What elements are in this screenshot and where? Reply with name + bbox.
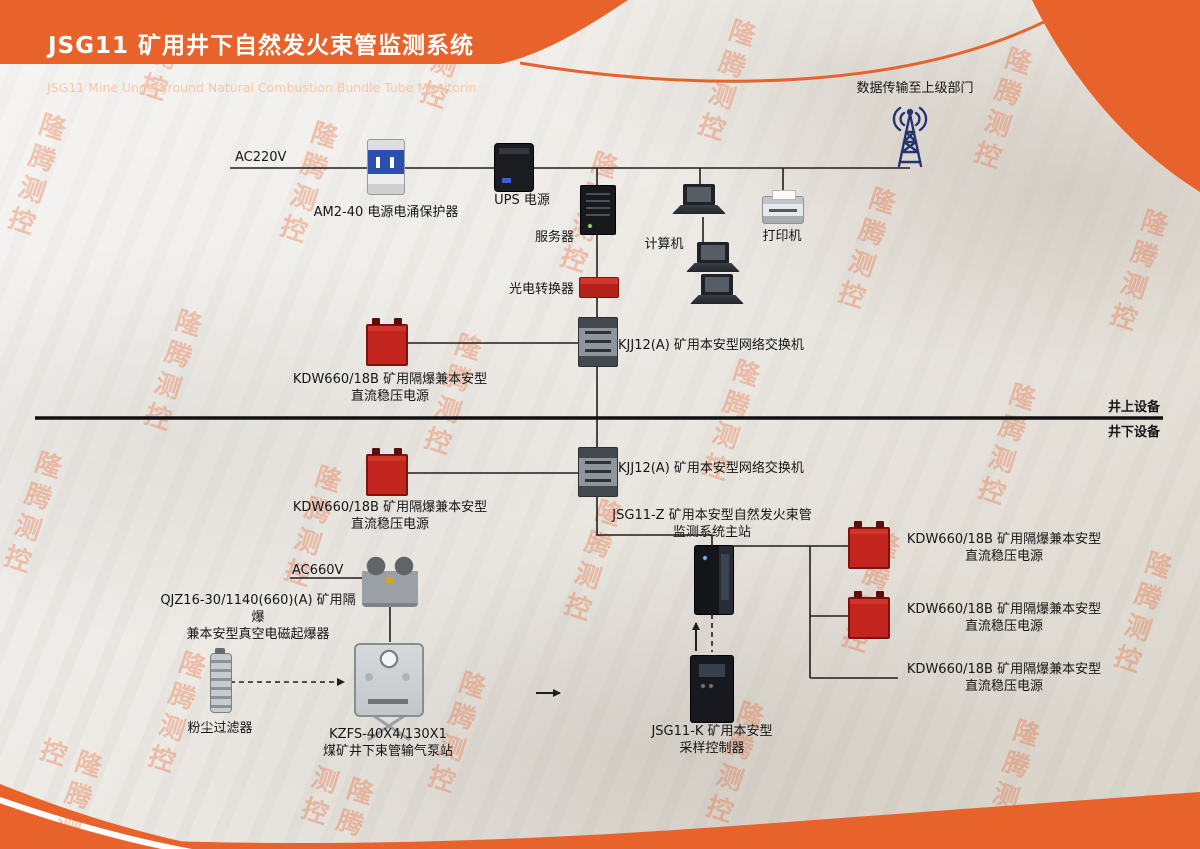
label-computer: 计算机 <box>644 237 684 252</box>
surge-protector-icon <box>367 139 405 195</box>
label-underground-side: 井下设备 <box>1107 425 1160 440</box>
kdw-power-supply-right1-icon <box>848 521 890 569</box>
label-kdw-right3: KDW660/18B 矿用隔爆兼本安型 直流稳压电源 <box>906 662 1102 695</box>
dust-filter-icon <box>210 648 232 713</box>
label-switch-underground: KJJ12(A) 矿用本安型网络交换机 <box>618 461 804 476</box>
radio-tower-icon <box>892 106 928 168</box>
label-optical-converter: 光电转换器 <box>508 282 574 297</box>
computer-icon <box>686 242 740 274</box>
label-kdw-underground: KDW660/18B 矿用隔爆兼本安型 直流稳压电源 <box>292 500 488 533</box>
label-switch-surface: KJJ12(A) 矿用本安型网络交换机 <box>618 338 804 353</box>
label-kdw-right1: KDW660/18B 矿用隔爆兼本安型 直流稳压电源 <box>906 532 1102 565</box>
kdw-power-supply-surface-icon <box>366 318 408 366</box>
wire-switch-mainstation <box>596 494 713 546</box>
bottom-separator-curve <box>0 796 192 849</box>
page-subtitle: JSG11 Mine Underground Natural Combustio… <box>47 80 477 95</box>
computer-icon <box>672 184 726 216</box>
page-title: JSG11 矿用井下自然发火束管监测系统 <box>48 33 475 59</box>
network-switch-surface-icon <box>578 317 618 367</box>
header-band <box>0 0 628 64</box>
label-pump-station: KZFS-40X4/130X1 煤矿井下束管输气泵站 <box>322 727 453 760</box>
label-server: 服务器 <box>534 230 574 245</box>
label-sampling-controller: JSG11-K 矿用本安型 采样控制器 <box>651 724 773 757</box>
label-ac220v: AC220V <box>235 150 287 165</box>
label-surface-side: 井上设备 <box>1107 400 1160 415</box>
label-vacuum-starter: QJZ16-30/1140(660)(A) 矿用隔爆 兼本安型真空电磁起爆器 <box>160 593 356 643</box>
corner-top-right <box>1032 0 1200 192</box>
label-main-station: JSG11-Z 矿用本安型自然发火束管 监测系统主站 <box>612 508 812 541</box>
server-icon <box>580 185 616 235</box>
kdw-power-supply-underground-icon <box>366 448 408 496</box>
label-kdw-surface: KDW660/18B 矿用隔爆兼本安型 直流稳压电源 <box>292 372 488 405</box>
label-ups: UPS 电源 <box>494 193 550 208</box>
sampling-controller-icon <box>690 655 734 723</box>
network-switch-underground-icon <box>578 447 618 497</box>
header-swoosh <box>519 6 1071 83</box>
wedge-bottom-left <box>0 784 218 849</box>
kdw-power-supply-right2-icon <box>848 591 890 639</box>
label-kdw-right2: KDW660/18B 矿用隔爆兼本安型 直流稳压电源 <box>906 602 1102 635</box>
optical-converter-icon <box>579 277 619 298</box>
label-data-uplink: 数据传输至上级部门 <box>856 81 974 96</box>
computer-icon <box>690 274 744 306</box>
band-bottom <box>0 792 1200 849</box>
printer-icon <box>762 190 804 224</box>
label-dust-filter: 粉尘过滤器 <box>187 721 253 736</box>
ups-icon <box>494 143 534 192</box>
vacuum-starter-icon <box>362 555 418 607</box>
pump-station-icon <box>354 643 424 717</box>
label-ac660v: AC660V <box>292 563 344 578</box>
label-printer: 打印机 <box>762 229 802 244</box>
main-station-icon <box>694 545 734 615</box>
label-surge-protector: AM2-40 电源电涌保护器 <box>313 205 459 220</box>
